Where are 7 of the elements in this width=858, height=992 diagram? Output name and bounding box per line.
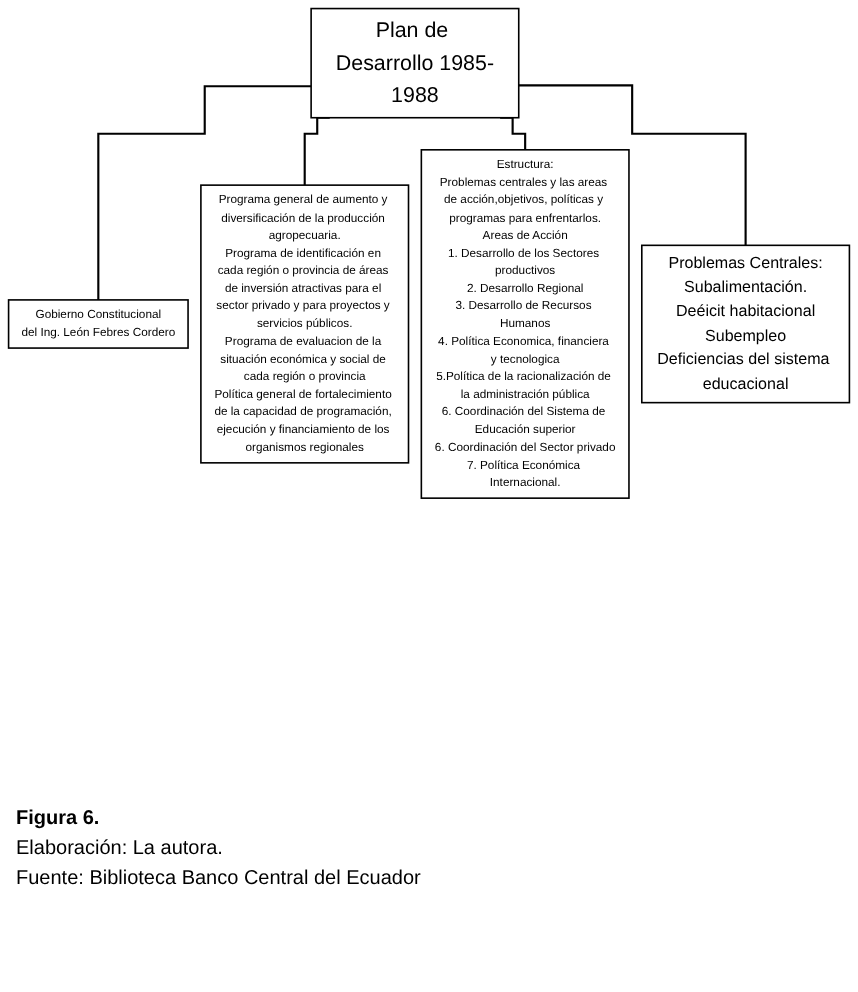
connector	[518, 84, 747, 247]
figure-caption: Figura 6.	[16, 808, 102, 830]
source-note: Fuente: Biblioteca Banco Central del Ecuador	[16, 868, 423, 890]
connector	[97, 85, 312, 301]
source-note: Elaboración: La autora.	[16, 838, 225, 860]
node-box: Problemas Centrales: Subalimentación. Deéicit habitacional Subempleo Deficiencias del sistema educacional	[641, 244, 851, 404]
node-box: Plan de Desarrollo 1985-1988	[310, 7, 520, 119]
